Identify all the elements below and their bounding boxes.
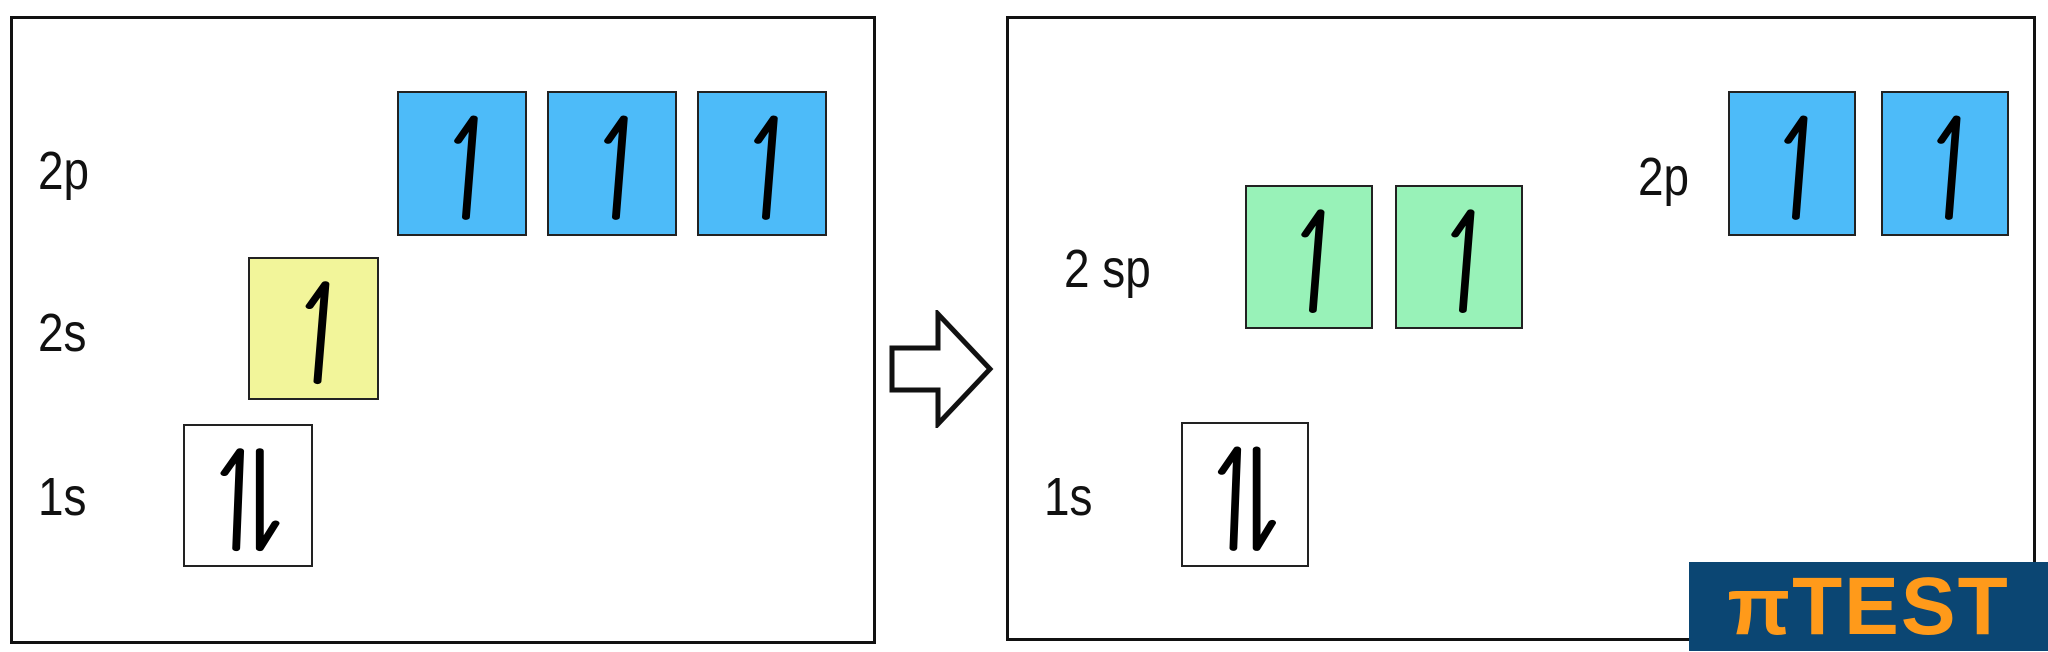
- orbital-box: [547, 91, 677, 236]
- logo-pi: π: [1727, 560, 1793, 652]
- orbital-box: [1245, 185, 1373, 329]
- label-2p-right: 2p: [1638, 147, 1690, 207]
- orbital-box: [1395, 185, 1523, 329]
- spin-pair-arrows-icon: [220, 448, 280, 552]
- spin-up-arrow-icon: [754, 115, 778, 220]
- logo-text: TEST: [1792, 560, 2010, 652]
- spin-up-arrow-icon: [305, 281, 330, 385]
- orbital-box: [183, 424, 313, 567]
- spin-pair-arrows-icon: [1217, 446, 1276, 551]
- spin-up-arrow-icon: [454, 115, 478, 220]
- spin-up-arrow-icon: [1451, 209, 1475, 313]
- orbital-box: [1181, 422, 1309, 567]
- orbital-box: [697, 91, 827, 236]
- label-2sp-right: 2 sp: [1064, 239, 1151, 299]
- spin-up-arrow-icon: [1937, 115, 1961, 220]
- label-2p-left: 2p: [38, 141, 90, 201]
- orbital-box: [397, 91, 527, 236]
- spin-up-arrow-icon: [1784, 115, 1808, 220]
- label-1s-right: 1s: [1044, 467, 1093, 527]
- label-2s-left: 2s: [38, 303, 87, 363]
- orbital-box: [248, 257, 379, 400]
- orbital-box: [1728, 91, 1856, 236]
- pitest-logo: π TEST: [1689, 562, 2048, 651]
- right-arrow-icon: [889, 310, 994, 428]
- orbital-box: [1881, 91, 2009, 236]
- label-1s-left: 1s: [38, 467, 87, 527]
- spin-up-arrow-icon: [604, 115, 628, 220]
- spin-up-arrow-icon: [1301, 209, 1325, 313]
